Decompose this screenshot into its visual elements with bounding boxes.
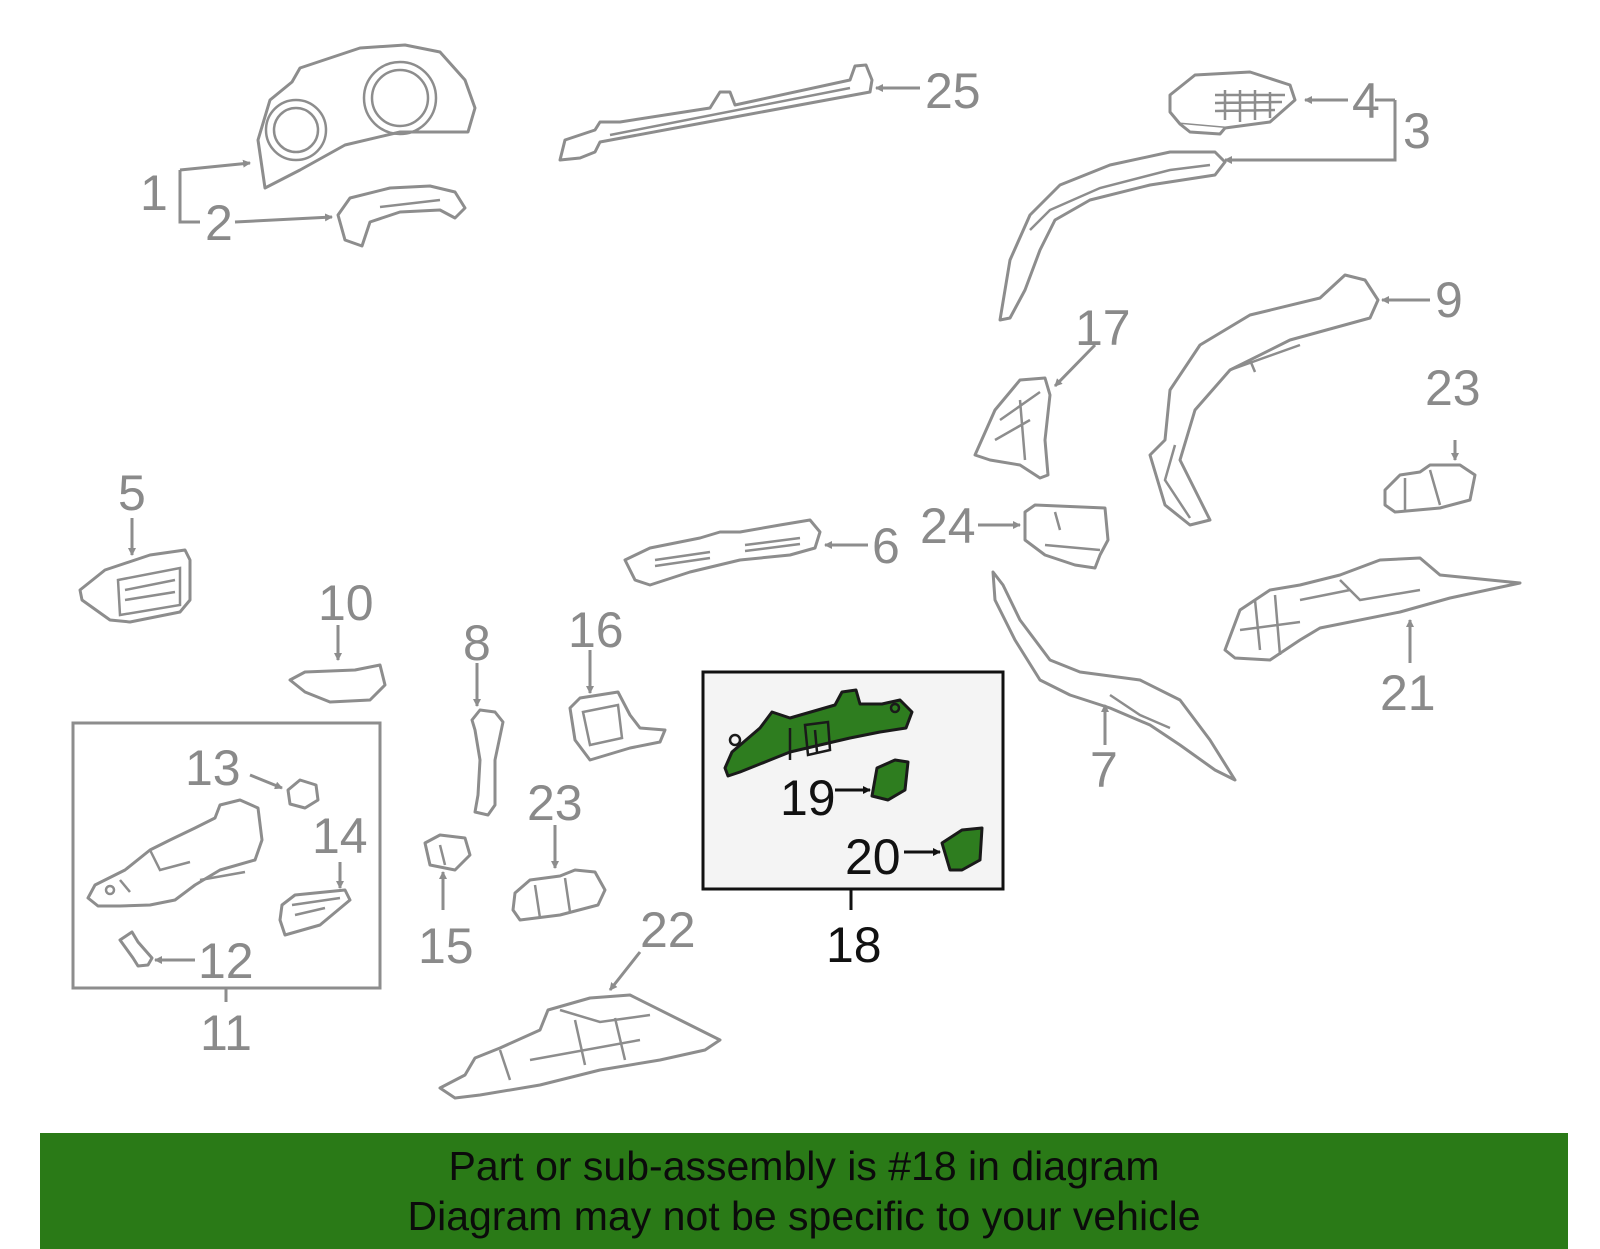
part-13-clip[interactable] — [286, 778, 320, 810]
part-3-duct[interactable] — [998, 150, 1227, 322]
bracket-1-2 — [178, 170, 200, 224]
part-22-floor-duct[interactable] — [438, 993, 722, 1100]
part-15-clip[interactable] — [423, 833, 472, 872]
callout-12: 12 — [198, 933, 254, 989]
callout-18: 18 — [826, 917, 882, 973]
leader-17 — [1053, 343, 1097, 388]
callout-4: 4 — [1352, 73, 1380, 129]
part-12-screw[interactable] — [118, 930, 154, 968]
leader-13 — [249, 773, 283, 790]
callout-9: 9 — [1435, 272, 1463, 328]
callout-5: 5 — [118, 465, 146, 521]
part-23-clip-left[interactable] — [511, 868, 607, 922]
callout-7: 7 — [1090, 742, 1118, 798]
leader-2 — [234, 213, 333, 224]
callout-24: 24 — [920, 498, 976, 554]
part-11-duct[interactable] — [86, 798, 264, 908]
part-18-assembly[interactable] — [723, 688, 914, 778]
part-6-center-vent[interactable] — [623, 518, 822, 587]
part-19-cap[interactable] — [870, 758, 910, 802]
callout-15: 15 — [418, 918, 474, 974]
callout-21: 21 — [1380, 665, 1436, 721]
part-25-dash-bracket[interactable] — [558, 63, 874, 162]
banner-line-1: Part or sub-assembly is #18 in diagram — [448, 1143, 1160, 1189]
part-7-pillar-trim[interactable] — [991, 570, 1237, 782]
callout-1: 1 — [140, 165, 168, 221]
part-20-cap[interactable] — [940, 826, 984, 872]
callout-6: 6 — [872, 518, 900, 574]
callout-20: 20 — [845, 829, 901, 885]
callout-13: 13 — [185, 740, 241, 796]
callout-17: 17 — [1075, 300, 1131, 356]
callout-2: 2 — [205, 195, 233, 251]
part-2-cluster-cover[interactable] — [336, 184, 467, 248]
leader-1 — [179, 159, 251, 172]
part-5-side-vent[interactable] — [78, 548, 192, 624]
part-10-cover[interactable] — [288, 663, 387, 704]
callout-22: 22 — [640, 902, 696, 958]
callout-23-left: 23 — [527, 775, 583, 831]
part-24-bracket[interactable] — [1023, 503, 1110, 570]
callout-11: 11 — [200, 1005, 252, 1061]
leader-22 — [608, 951, 642, 991]
part-4-vent[interactable] — [1168, 70, 1297, 136]
bracket-3 — [1224, 100, 1397, 164]
callout-14: 14 — [312, 808, 368, 864]
callout-25: 25 — [925, 63, 981, 119]
banner-line-2: Diagram may not be specific to your vehi… — [407, 1193, 1201, 1239]
part-14-clip[interactable] — [278, 888, 352, 937]
part-9-side-duct[interactable] — [1148, 273, 1380, 527]
callout-3: 3 — [1403, 103, 1431, 159]
part-16-bracket[interactable] — [568, 690, 667, 762]
callout-10: 10 — [318, 575, 374, 631]
part-23-clip-right[interactable] — [1383, 463, 1477, 514]
callout-16: 16 — [568, 602, 624, 658]
part-17-bracket[interactable] — [973, 376, 1052, 480]
callout-19: 19 — [780, 770, 836, 826]
callout-23-right: 23 — [1425, 360, 1481, 416]
part-21-duct-floor[interactable] — [1223, 556, 1522, 662]
part-1-cluster-hood[interactable] — [256, 43, 477, 190]
callout-8: 8 — [463, 615, 491, 671]
part-8-stay[interactable] — [470, 708, 505, 817]
info-banner: Part or sub-assembly is #18 in diagram D… — [40, 1133, 1568, 1249]
